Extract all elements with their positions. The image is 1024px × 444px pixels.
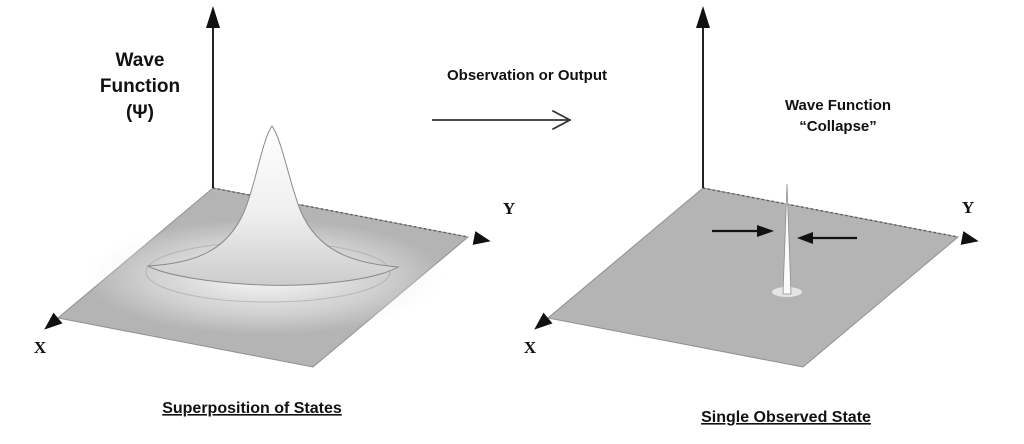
left-title-line3: (Ψ) — [126, 102, 154, 123]
left-title-line2: Function — [100, 76, 180, 97]
gaussian-surface — [146, 125, 400, 286]
right-surface-plane — [546, 187, 960, 368]
right-title-line1: Wave Function — [785, 97, 891, 114]
transition-label: Observation or Output — [447, 67, 607, 84]
right-plane-dotted-edge — [702, 187, 959, 238]
right-plot: Wave Function “Collapse” Y X Single Obse… — [524, 6, 979, 426]
left-plot: Wave Function (Ψ) Y X Superposition of S… — [34, 6, 515, 417]
right-caption: Single Observed State — [701, 409, 871, 426]
left-y-axis-label: Y — [503, 199, 515, 218]
right-title-line2: “Collapse” — [799, 118, 877, 135]
left-z-axis-arrow-icon — [206, 6, 220, 28]
transition-arrow-head-upper — [552, 110, 571, 121]
transition-group: Observation or Output — [432, 67, 607, 130]
right-converge-arrow-head-icon — [797, 232, 813, 244]
left-x-axis-label: X — [34, 338, 47, 357]
right-z-axis-arrow-icon — [696, 6, 710, 28]
left-title-line1: Wave — [116, 50, 165, 71]
right-y-axis-arrow-icon — [960, 231, 979, 245]
transition-arrow-head-lower — [552, 119, 571, 130]
left-y-axis-arrow-icon — [472, 231, 491, 245]
left-converge-arrow-head-icon — [757, 225, 774, 237]
right-x-axis-arrow-icon — [534, 312, 553, 330]
left-x-axis-arrow-icon — [44, 312, 63, 330]
right-x-axis-label: X — [524, 338, 537, 357]
right-y-axis-label: Y — [962, 198, 974, 217]
collapse-spike — [782, 183, 792, 295]
left-caption: Superposition of States — [162, 400, 342, 417]
left-plane-dotted-edge — [212, 187, 469, 238]
